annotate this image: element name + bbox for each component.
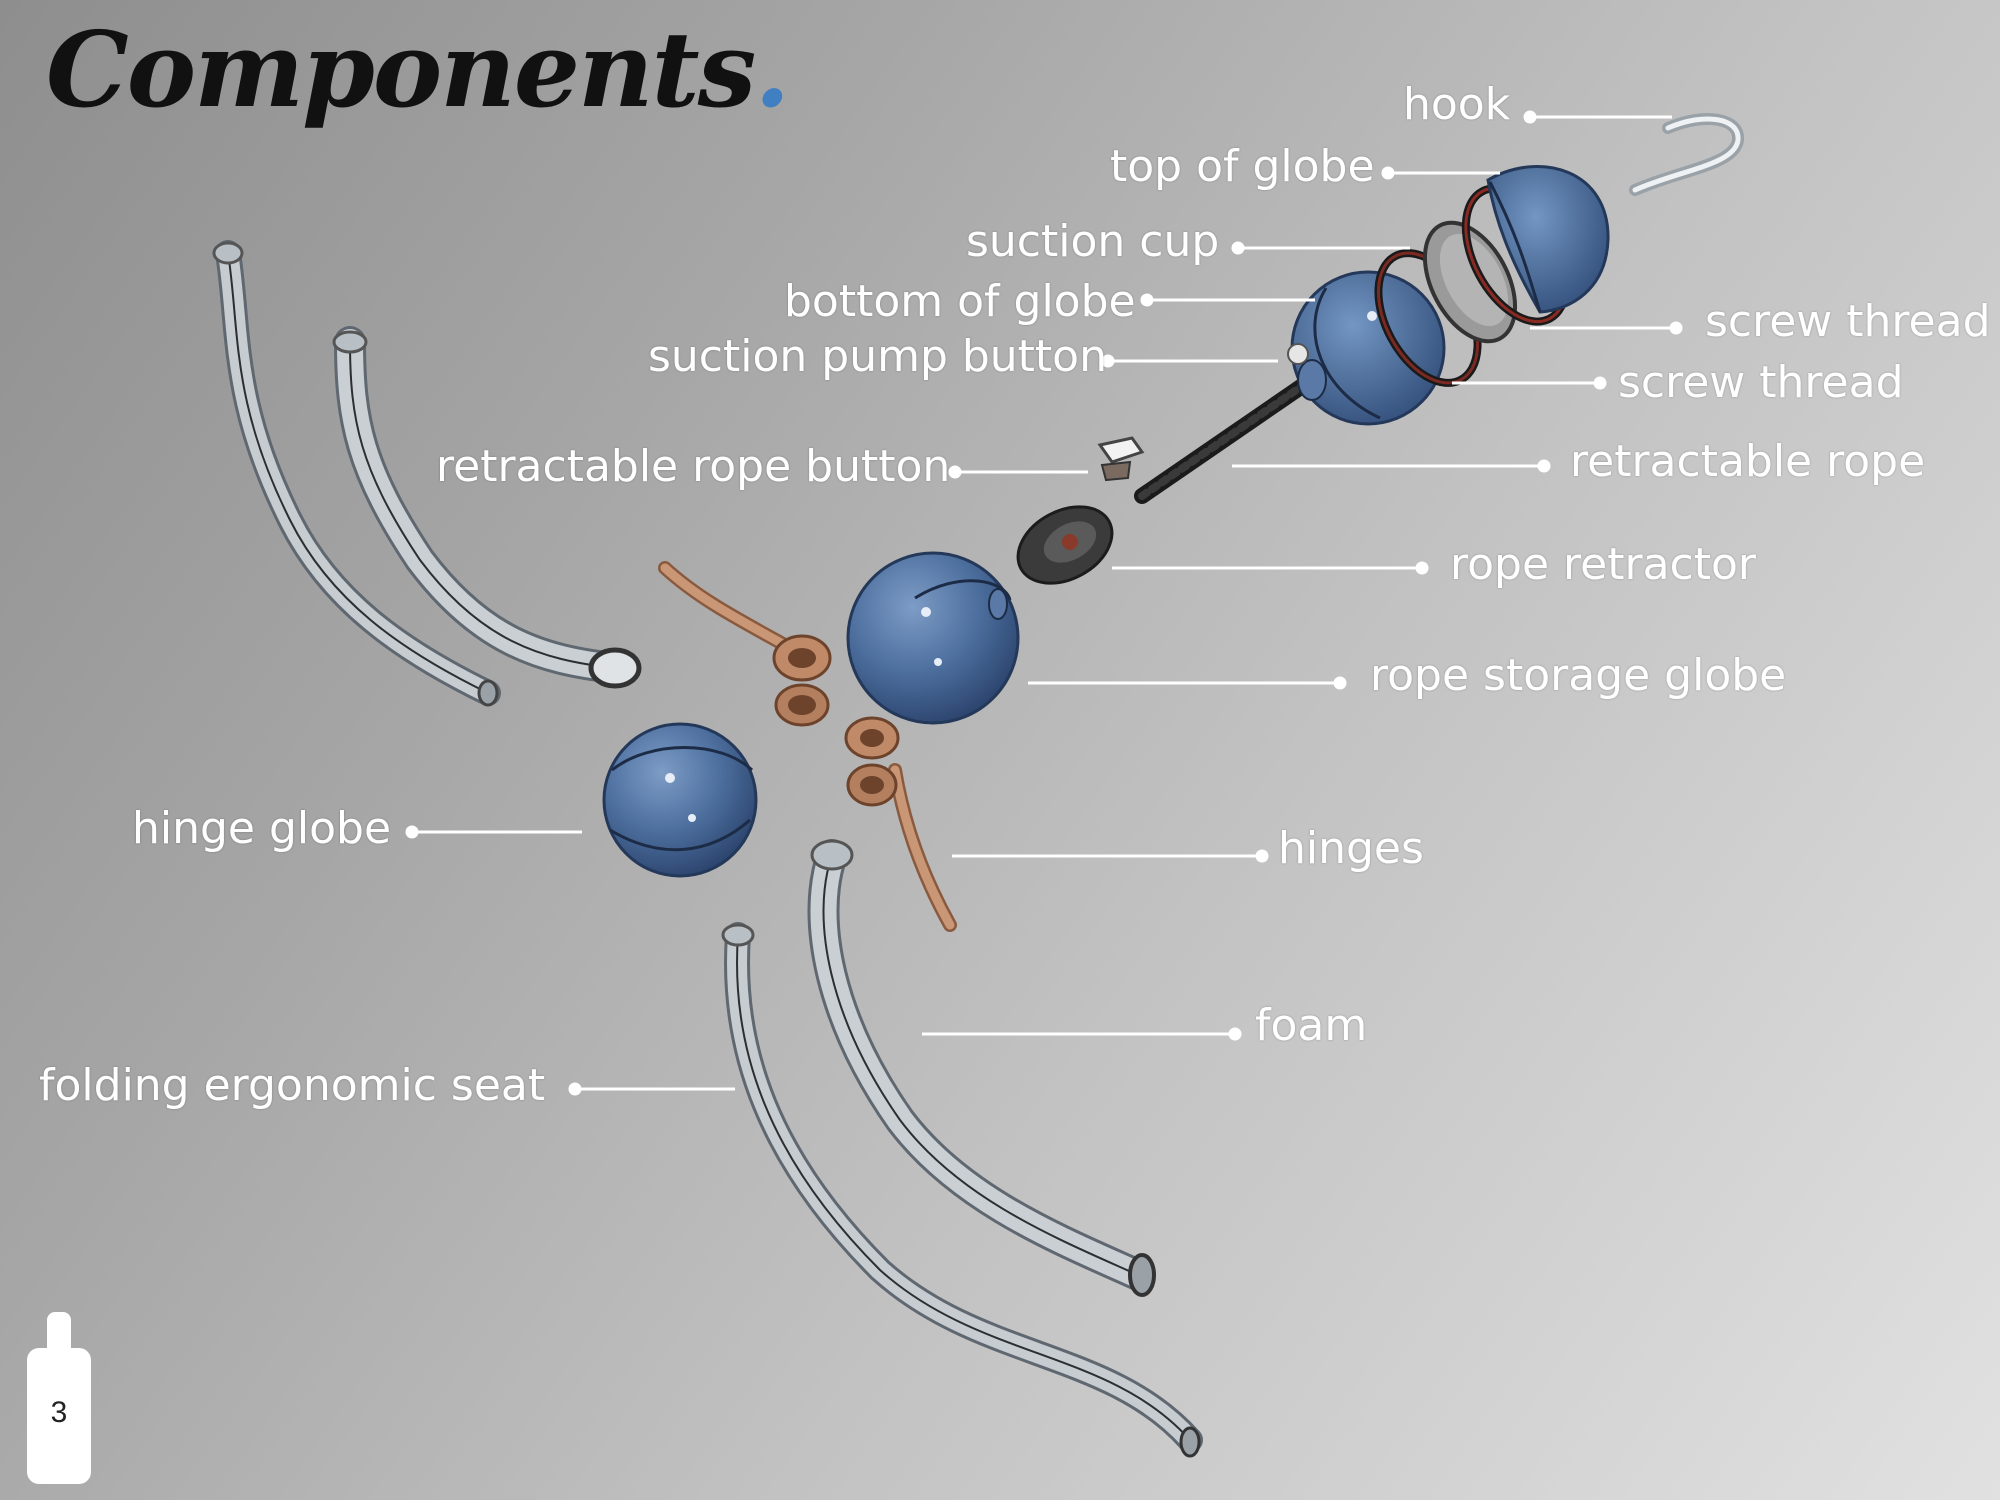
label-retractable-rope: retractable rope <box>1570 436 1926 487</box>
bottle-icon-neck <box>47 1312 71 1352</box>
seat-tube-upper-left <box>212 240 501 707</box>
retractable-rope-button-shape <box>1097 436 1145 482</box>
label-top-of-globe: top of globe <box>1110 141 1375 192</box>
label-suction-pump-button: suction pump button <box>648 331 1107 382</box>
label-suction-cup: suction cup <box>966 216 1220 267</box>
label-hook: hook <box>1403 79 1511 130</box>
foam-tube-upper-left <box>332 326 642 689</box>
page-number-badge: 3 <box>27 1312 91 1484</box>
leader-lines <box>405 110 1683 1096</box>
suction-cup-shape <box>1422 220 1518 344</box>
title-accent-dot: . <box>754 8 790 131</box>
label-foam: foam <box>1255 1000 1368 1051</box>
label-hinge-globe: hinge globe <box>132 803 392 854</box>
label-screw-thread-upper: screw thread <box>1705 296 1991 347</box>
label-rope-storage-globe: rope storage globe <box>1370 650 1787 701</box>
label-hinges: hinges <box>1278 823 1424 874</box>
label-rope-retractor: rope retractor <box>1450 539 1756 590</box>
bottle-icon <box>27 1348 91 1484</box>
slide-title: Components. <box>46 8 790 131</box>
page-number: 3 <box>50 1396 68 1429</box>
foam-tube-lower <box>807 839 1156 1297</box>
top-of-globe-shape <box>1486 165 1610 314</box>
hinge-upper <box>658 561 832 727</box>
rope-storage-globe-shape <box>846 551 1020 725</box>
rope-retractor-shape <box>1016 505 1114 585</box>
label-retractable-rope-button: retractable rope button <box>436 441 951 492</box>
label-bottom-of-globe: bottom of globe <box>784 276 1136 327</box>
retractable-rope-shape <box>1134 374 1316 504</box>
hinge-lower <box>844 716 957 932</box>
hook-shape <box>1629 112 1744 196</box>
label-folding-ergonomic-seat: folding ergonomic seat <box>39 1060 546 1111</box>
label-screw-thread-lower: screw thread <box>1618 357 1904 408</box>
bottom-of-globe-shape <box>1287 270 1446 426</box>
hinge-globe-shape <box>602 722 758 878</box>
seat-tube-lower <box>721 922 1203 1458</box>
